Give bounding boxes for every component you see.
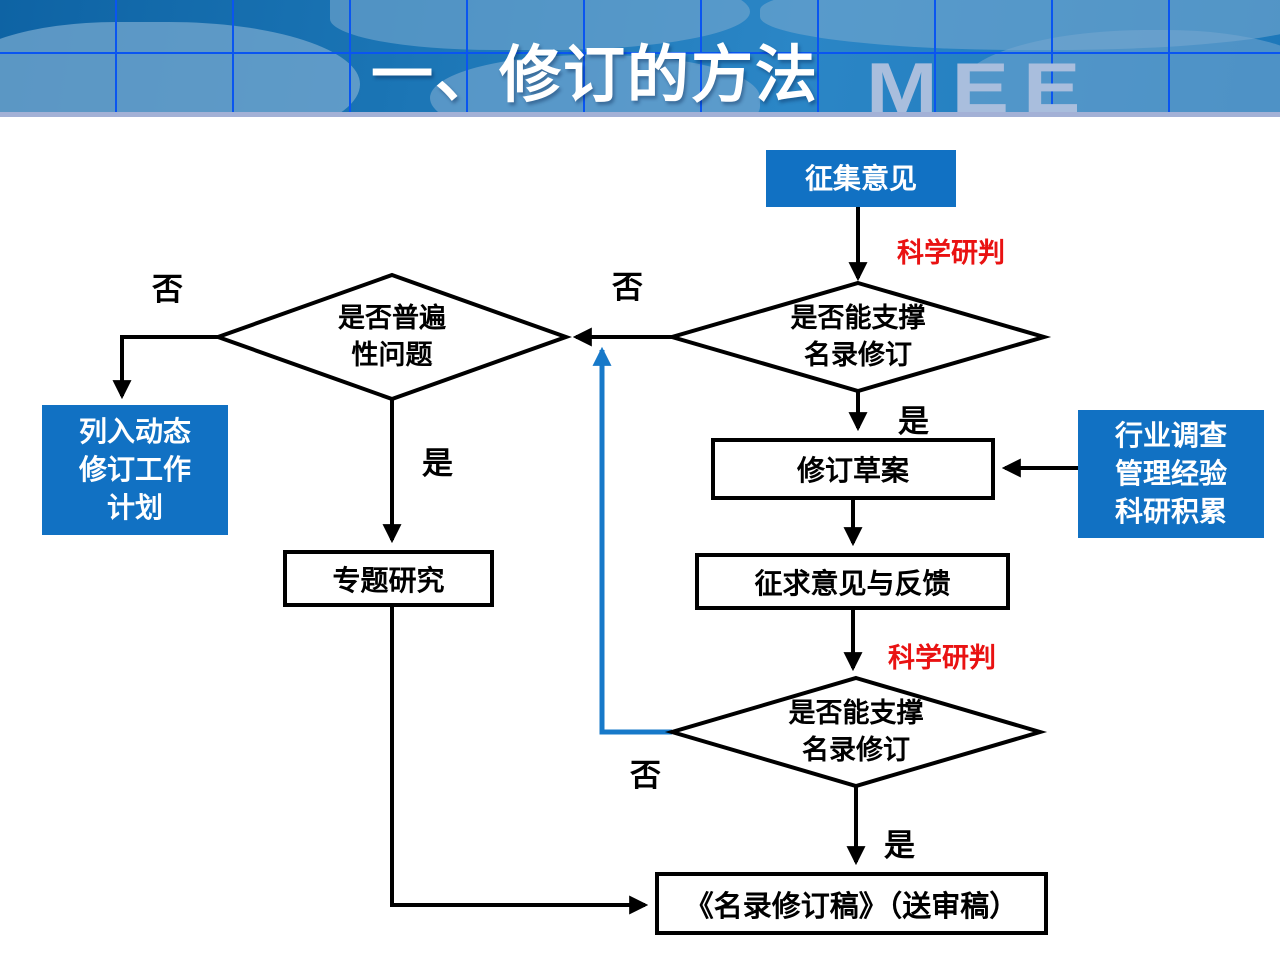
mee-watermark: MEE (866, 48, 1095, 117)
edge-diamond2-no-to-plan (112, 335, 218, 400)
node-industry-survey-sources: 行业调查 管理经验 科研积累 (1078, 410, 1264, 538)
edge-label-yes-research: 是 (422, 446, 453, 481)
diamond-common-issue-label: 是否普遍 性问题 (338, 303, 446, 370)
node-collect-opinions: 征集意见 (766, 150, 956, 207)
diamond-support-top-label: 是否能支撑 名录修订 (790, 303, 926, 370)
edge-label-yes-final: 是 (884, 828, 915, 863)
edge-label-scientific-judgment-bottom: 科学研判 (888, 643, 996, 673)
diamond-support-bottom-label: 是否能支撑 名录修订 (788, 698, 924, 765)
diamond-support-top-shape (664, 280, 1052, 394)
node-dynamic-revision-plan: 列入动态 修订工作 计划 (42, 405, 228, 535)
diamond-common-issue-shape (212, 272, 572, 402)
edge-label-no-left: 否 (152, 272, 183, 307)
header-grid-line-horizontal (0, 52, 1280, 54)
edge-research-to-final (390, 607, 649, 915)
diamond-support-bottom-shape (664, 675, 1048, 789)
header-banner: MEE 一、修订的方法 (0, 0, 1280, 117)
edge-label-no-top: 否 (612, 270, 643, 305)
header-grid-lines (0, 0, 1280, 112)
header-bottom-strip (0, 112, 1280, 117)
node-final-revision-draft: 《名录修订稿》（送审稿） (655, 872, 1048, 935)
node-special-research: 专题研究 (283, 550, 494, 607)
edge-label-scientific-judgment-top: 科学研判 (897, 238, 1005, 268)
node-solicit-feedback: 征求意见与反馈 (695, 553, 1010, 610)
edge-diamond3-no-loop-blue (592, 346, 672, 735)
edge-label-no-bottom: 否 (630, 758, 661, 793)
page-title: 一、修订的方法 (370, 41, 819, 110)
edge-label-yes-draft: 是 (898, 404, 929, 439)
node-revision-draft: 修订草案 (711, 438, 995, 500)
